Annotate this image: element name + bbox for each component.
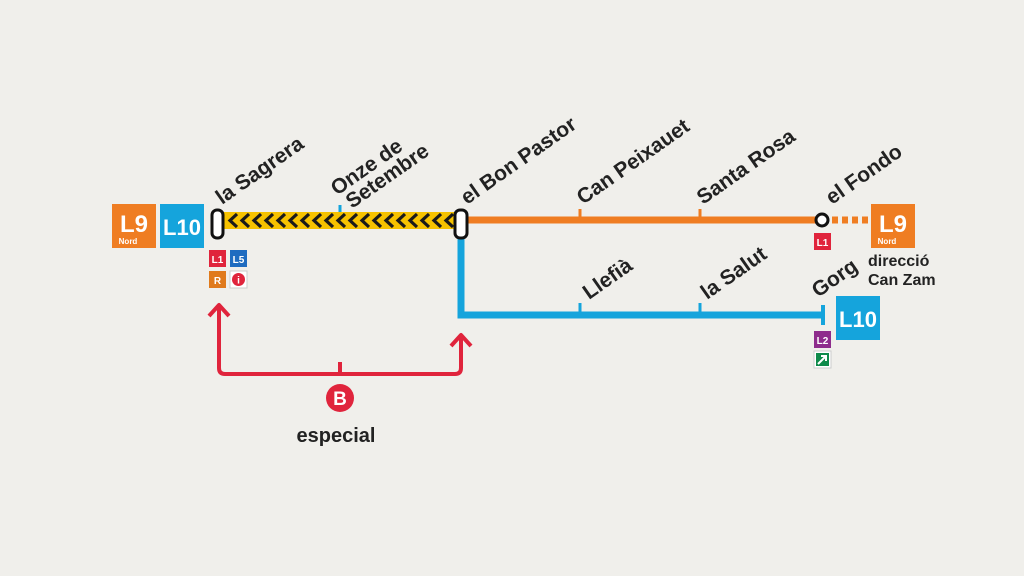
l9-badge-bg	[871, 204, 915, 248]
station-label-can-peixauet: Can Peixauet	[573, 115, 694, 209]
works-chevron	[335, 212, 347, 229]
station-marker-la-sagrera	[210, 208, 225, 240]
works-chevron	[347, 212, 359, 229]
direction-label-line1: direcció	[868, 253, 930, 270]
works-chevron	[275, 212, 287, 229]
works-chevron	[251, 212, 263, 229]
l1-connection-badge	[814, 233, 831, 250]
rodalies-connection-label: R	[214, 276, 222, 287]
l2-connection-badge	[814, 331, 831, 348]
l10-badge-bg	[836, 296, 880, 340]
works-chevron	[443, 212, 455, 229]
bus-icon-label: B	[333, 389, 347, 410]
station-label-el-fondo: el Fondo	[822, 140, 907, 209]
l9-badge-label: L9	[120, 211, 148, 238]
works-chevron	[383, 212, 395, 229]
bus-icon	[326, 384, 354, 412]
station-label-santa-rosa: Santa Rosa	[693, 124, 800, 209]
works-chevron	[407, 212, 419, 229]
works-chevron	[227, 212, 239, 229]
station-marker-el-bon-pastor	[453, 208, 469, 240]
el-fondo-connections: L1	[814, 233, 831, 250]
works-chevron	[287, 212, 299, 229]
l10-badge-label: L10	[163, 215, 201, 240]
l9-nord-badge-left: L9 Nord	[112, 204, 156, 248]
works-chevron	[239, 212, 251, 229]
info-icon	[232, 273, 245, 286]
bus-arrow-left-icon	[207, 303, 231, 318]
works-chevron	[371, 212, 383, 229]
l1-connection-badge	[209, 250, 226, 267]
bus-especial-label: especial	[297, 425, 376, 447]
l10-badge-bg	[160, 204, 204, 248]
direction-label-line2: Can Zam	[868, 272, 936, 289]
l9-badge-sublabel: Nord	[878, 237, 897, 246]
l10-line-branch	[457, 228, 823, 319]
works-chevron	[323, 212, 335, 229]
works-chevron	[419, 212, 431, 229]
works-chevron	[263, 212, 275, 229]
l5-connection-badge	[230, 250, 247, 267]
station-label-la-salut: la Salut	[697, 242, 771, 304]
station-label-la-sagrera: la Sagrera	[212, 132, 309, 209]
works-chevron	[359, 212, 371, 229]
l1-connection-label: L1	[817, 238, 829, 249]
station-label-el-bon-pastor: el Bon Pastor	[457, 113, 581, 209]
l9-badge-bg	[112, 204, 156, 248]
l9-badge-sublabel: Nord	[119, 237, 138, 246]
exit-arrow-icon	[817, 355, 827, 365]
works-chevron	[431, 212, 443, 229]
closed-section	[218, 212, 461, 229]
works-chevron	[311, 212, 323, 229]
l5-connection-label: L5	[233, 255, 245, 266]
info-icon-label: i	[237, 276, 240, 287]
works-chevron	[299, 212, 311, 229]
special-bus-route: B especial	[207, 303, 473, 447]
l10-badge-right: L10	[836, 296, 880, 340]
station-label-llefia: Llefià	[579, 254, 637, 304]
la-sagrera-connections: L1 L5 R i	[209, 250, 248, 289]
works-chevron	[395, 212, 407, 229]
bus-arrow-right-icon	[449, 333, 473, 348]
l2-connection-label: L2	[817, 336, 829, 347]
station-label-gorg: Gorg	[808, 254, 862, 302]
l1-connection-label: L1	[212, 255, 224, 266]
l10-badge-label: L10	[839, 307, 877, 332]
l10-badge-left: L10	[160, 204, 204, 248]
gorg-connections: L2	[813, 331, 832, 369]
works-chevrons	[227, 212, 455, 229]
station-marker-el-fondo	[814, 212, 830, 228]
rodalies-connection-badge	[209, 271, 226, 288]
l9-nord-badge-right: L9 Nord	[871, 204, 915, 248]
l9-badge-label: L9	[879, 211, 907, 238]
